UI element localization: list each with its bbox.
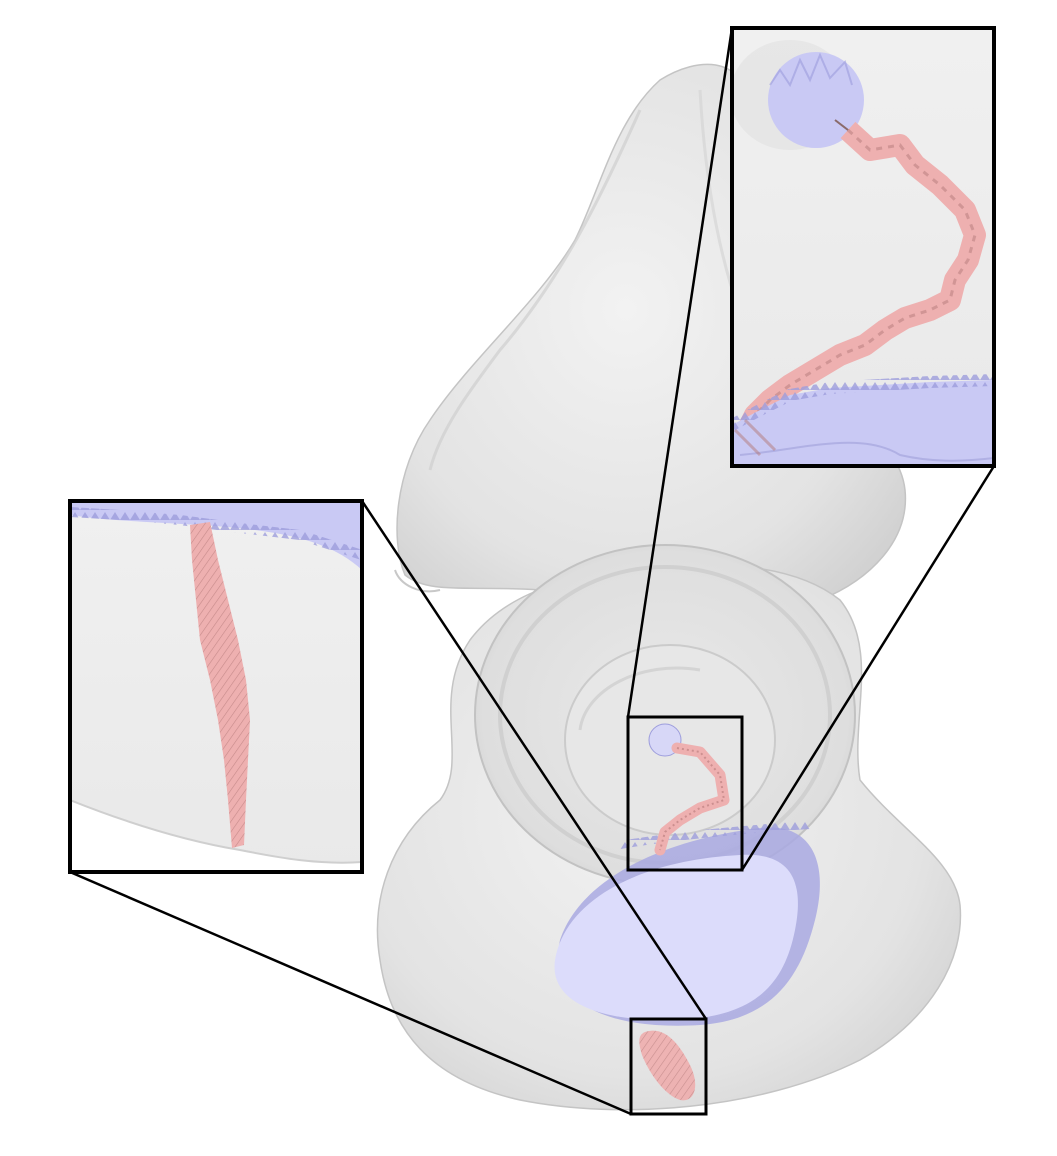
left-zoom-red-strip — [190, 522, 250, 848]
connector-l-bottom — [69, 870, 632, 1116]
connector-l-top — [360, 500, 708, 1020]
connector-tr-right — [740, 465, 996, 871]
connector-tr-left — [626, 27, 734, 718]
left-zoom-frame — [68, 499, 364, 874]
blue-region — [554, 821, 820, 1026]
zoom-blue-band — [732, 380, 994, 466]
red-patch-bottom — [639, 1030, 696, 1101]
blue-region-fill — [554, 854, 798, 1020]
left-zoom — [68, 499, 364, 874]
center-source-box — [626, 715, 744, 872]
bottom-source-box — [629, 1017, 708, 1116]
connector-lines — [69, 27, 996, 1116]
top-right-zoom — [730, 26, 996, 468]
top-right-zoom-frame — [730, 26, 996, 468]
red-path-main — [639, 723, 730, 1101]
